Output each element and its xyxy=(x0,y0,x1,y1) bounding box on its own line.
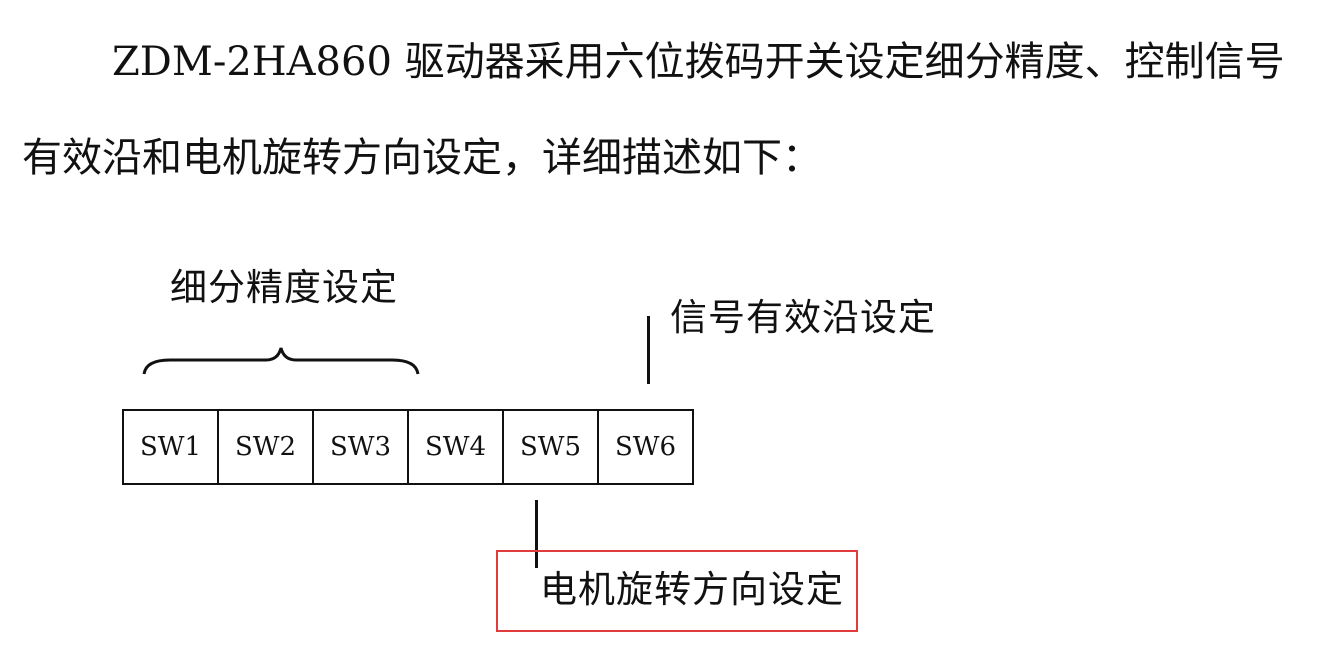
subdivision-brace xyxy=(142,347,420,375)
dip-switch-sw1: SW1 xyxy=(124,411,219,483)
intro-paragraph-line-2: 有效沿和电机旋转方向设定，详细描述如下： xyxy=(22,135,822,181)
intro-paragraph-line-1: ZDM-2HA860 驱动器采用六位拨码开关设定细分精度、控制信号 xyxy=(112,39,1285,85)
dip-switch-row: SW1 SW2 SW3 SW4 SW5 SW6 xyxy=(122,409,694,485)
direction-pointer-line xyxy=(535,500,538,568)
dip-switch-sw6: SW6 xyxy=(614,432,677,462)
dip-switch-sw2: SW2 xyxy=(219,411,314,483)
direction-setting-label: 电机旋转方向设定 xyxy=(540,568,844,611)
signal-edge-setting-label: 信号有效沿设定 xyxy=(670,296,936,339)
direction-highlight-box xyxy=(496,550,858,632)
dip-switch-sw5: SW5 xyxy=(504,411,599,483)
dip-switch-sw3: SW3 xyxy=(314,411,409,483)
signal-edge-pointer-line xyxy=(647,316,650,384)
dip-switch-sw4: SW4 xyxy=(409,411,504,483)
subdivision-setting-label: 细分精度设定 xyxy=(170,266,398,309)
